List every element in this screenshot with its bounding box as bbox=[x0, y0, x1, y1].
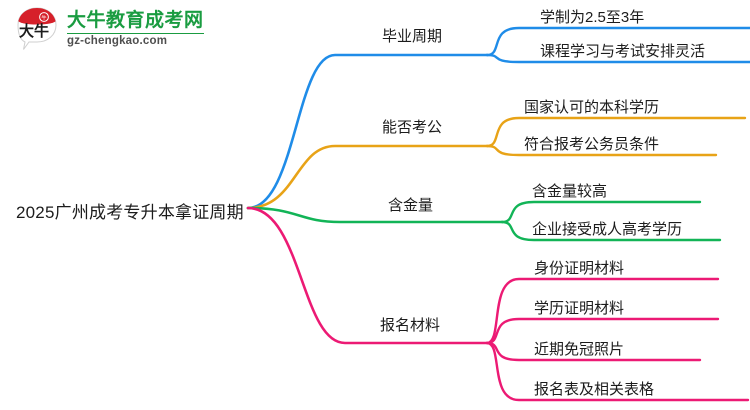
connector-line bbox=[485, 116, 747, 148]
branch-node[interactable]: 毕业周期 bbox=[382, 28, 443, 45]
svg-text:牛: 牛 bbox=[41, 14, 46, 22]
logo-mark-icon: 大牛 牛 bbox=[14, 6, 60, 52]
connector-line bbox=[246, 206, 504, 224]
connector-line bbox=[500, 220, 722, 242]
branch-node[interactable]: 报名材料 bbox=[380, 317, 441, 334]
root-node[interactable]: 2025广州成考专升本拿证周期 bbox=[16, 203, 244, 222]
connector-line bbox=[485, 144, 718, 157]
logo-subtitle: gz-chengkao.com bbox=[67, 32, 204, 48]
site-logo: 大牛 牛 大牛教育成考网 gz-chengkao.com bbox=[14, 6, 204, 52]
leaf-node[interactable]: 国家认可的本科学历 bbox=[524, 99, 660, 116]
logo-text: 大牛教育成考网 gz-chengkao.com bbox=[67, 11, 204, 48]
leaf-node[interactable]: 学历证明材料 bbox=[534, 300, 625, 317]
connector-line bbox=[485, 341, 750, 402]
connector-line bbox=[246, 206, 489, 345]
leaf-node[interactable]: 含金量较高 bbox=[532, 183, 608, 200]
leaf-node[interactable]: 报名表及相关表格 bbox=[534, 381, 655, 398]
branch-node[interactable]: 含金量 bbox=[388, 197, 434, 214]
leaf-node[interactable]: 学制为2.5至3年 bbox=[540, 9, 645, 26]
logo-title: 大牛教育成考网 bbox=[67, 9, 204, 31]
leaf-node[interactable]: 符合报考公务员条件 bbox=[524, 136, 660, 153]
connector-line bbox=[485, 53, 750, 64]
connector-line bbox=[485, 277, 720, 345]
connector-line bbox=[485, 317, 720, 345]
connector-line bbox=[246, 53, 489, 210]
branch-node[interactable]: 能否考公 bbox=[382, 119, 443, 136]
connector-line bbox=[485, 26, 750, 57]
leaf-node[interactable]: 课程学习与考试安排灵活 bbox=[540, 43, 706, 60]
leaf-node[interactable]: 身份证明材料 bbox=[534, 260, 625, 277]
connector-line bbox=[500, 200, 702, 224]
connector-line bbox=[246, 144, 489, 210]
leaf-node[interactable]: 近期免冠照片 bbox=[534, 341, 625, 358]
leaf-node[interactable]: 企业接受成人高考学历 bbox=[532, 221, 683, 238]
svg-text:大牛: 大牛 bbox=[19, 22, 49, 40]
